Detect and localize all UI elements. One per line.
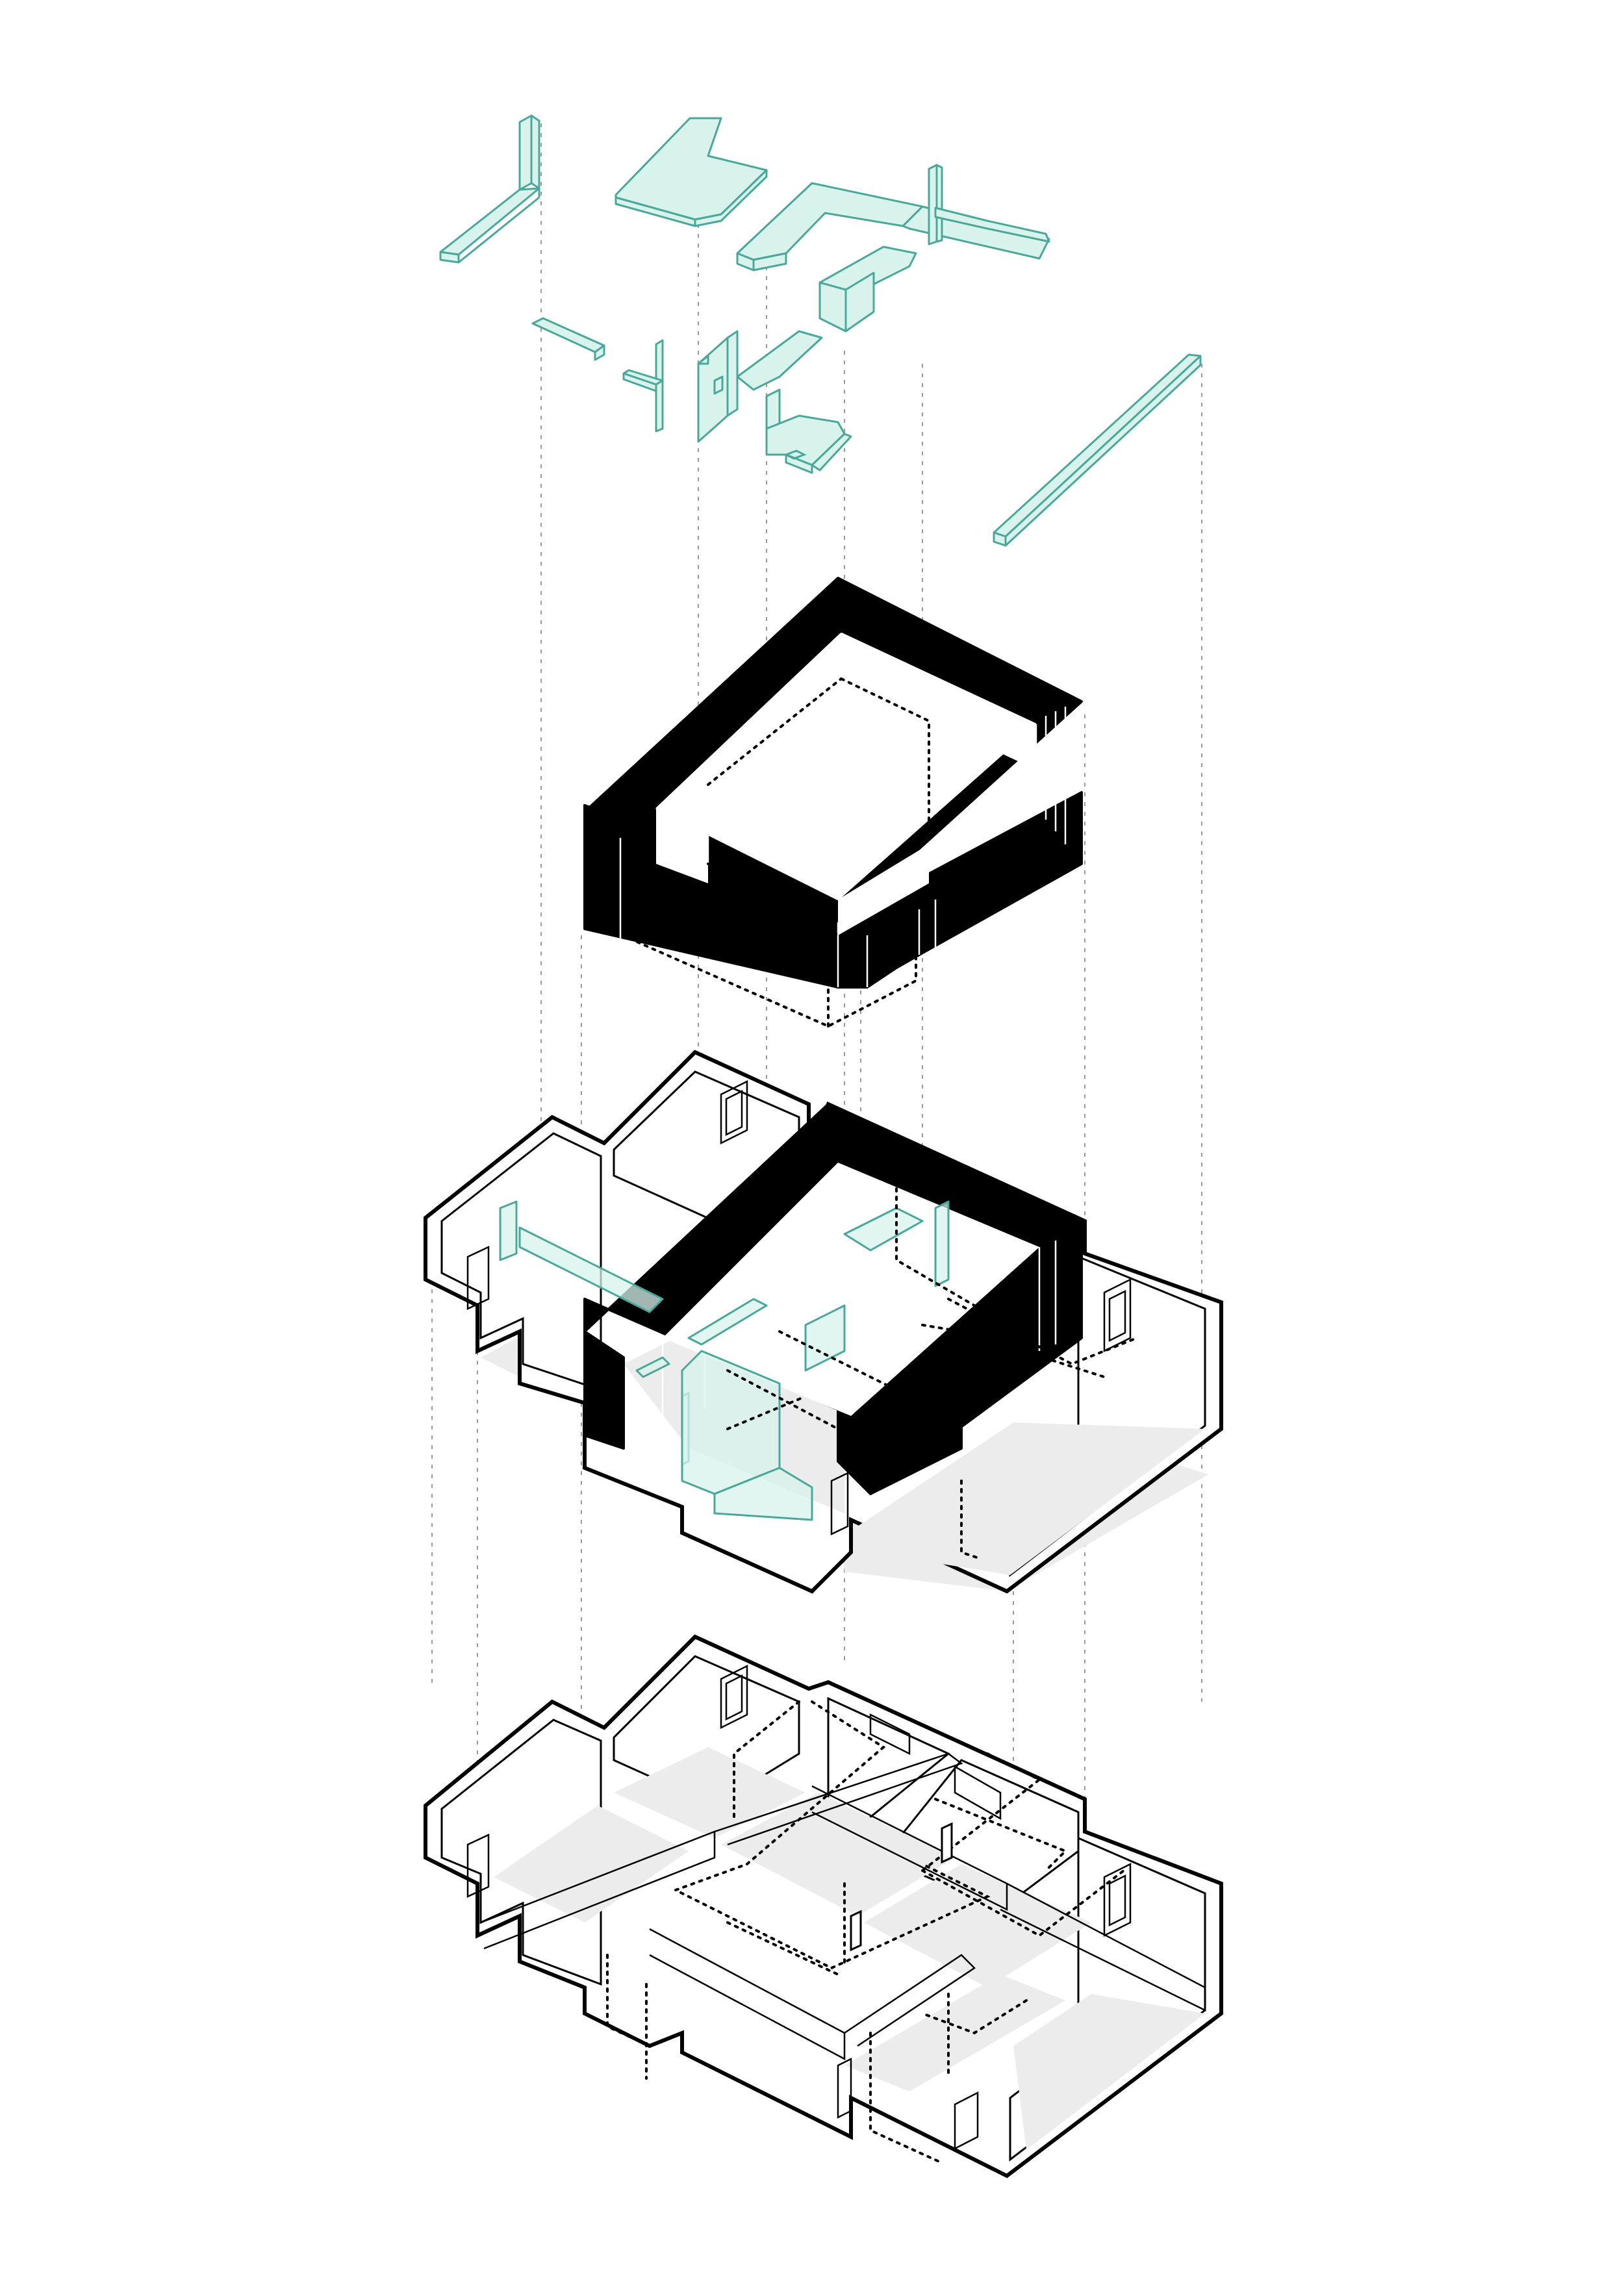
furniture-small-shelf [531, 317, 605, 361]
furniture-wardrobe-cluster [697, 330, 852, 474]
renovated-openings [466, 1079, 1132, 1535]
black-core-layer [583, 577, 1083, 1028]
furniture-l-bench [439, 114, 540, 264]
renovated-furniture [499, 1200, 950, 1521]
furniture-desk-slab [615, 117, 768, 227]
renovated-plan-layer [424, 1050, 1223, 1594]
original-openings [466, 1664, 1132, 2151]
furniture-long-beam [993, 353, 1202, 547]
furniture-kitchen-counter [736, 164, 1050, 333]
furniture-t-post [622, 339, 664, 433]
projection-guide-lines [431, 123, 1202, 1923]
original-plan-layer [424, 1634, 1223, 2178]
furniture-layer [439, 114, 1202, 547]
